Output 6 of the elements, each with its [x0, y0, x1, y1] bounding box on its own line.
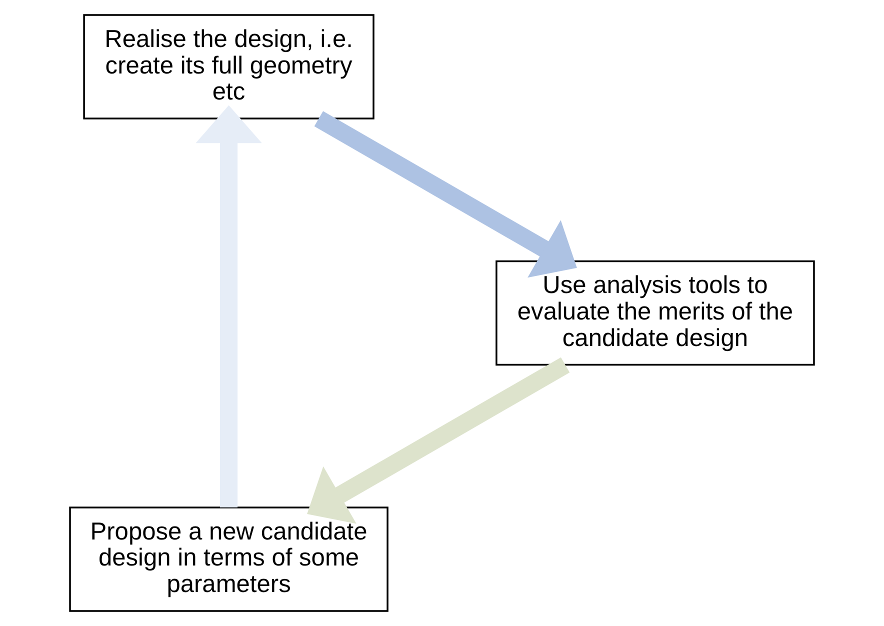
node-box: Realise the design, i.e. create its full geometry etc — [83, 14, 374, 120]
node-box: Propose a new candidate design in terms of some parameters — [69, 506, 388, 612]
arrow — [307, 357, 570, 524]
arrow — [314, 111, 577, 278]
arrow — [196, 105, 262, 508]
node-box: Use analysis tools to evaluate the merits of the candidate design — [496, 260, 815, 366]
